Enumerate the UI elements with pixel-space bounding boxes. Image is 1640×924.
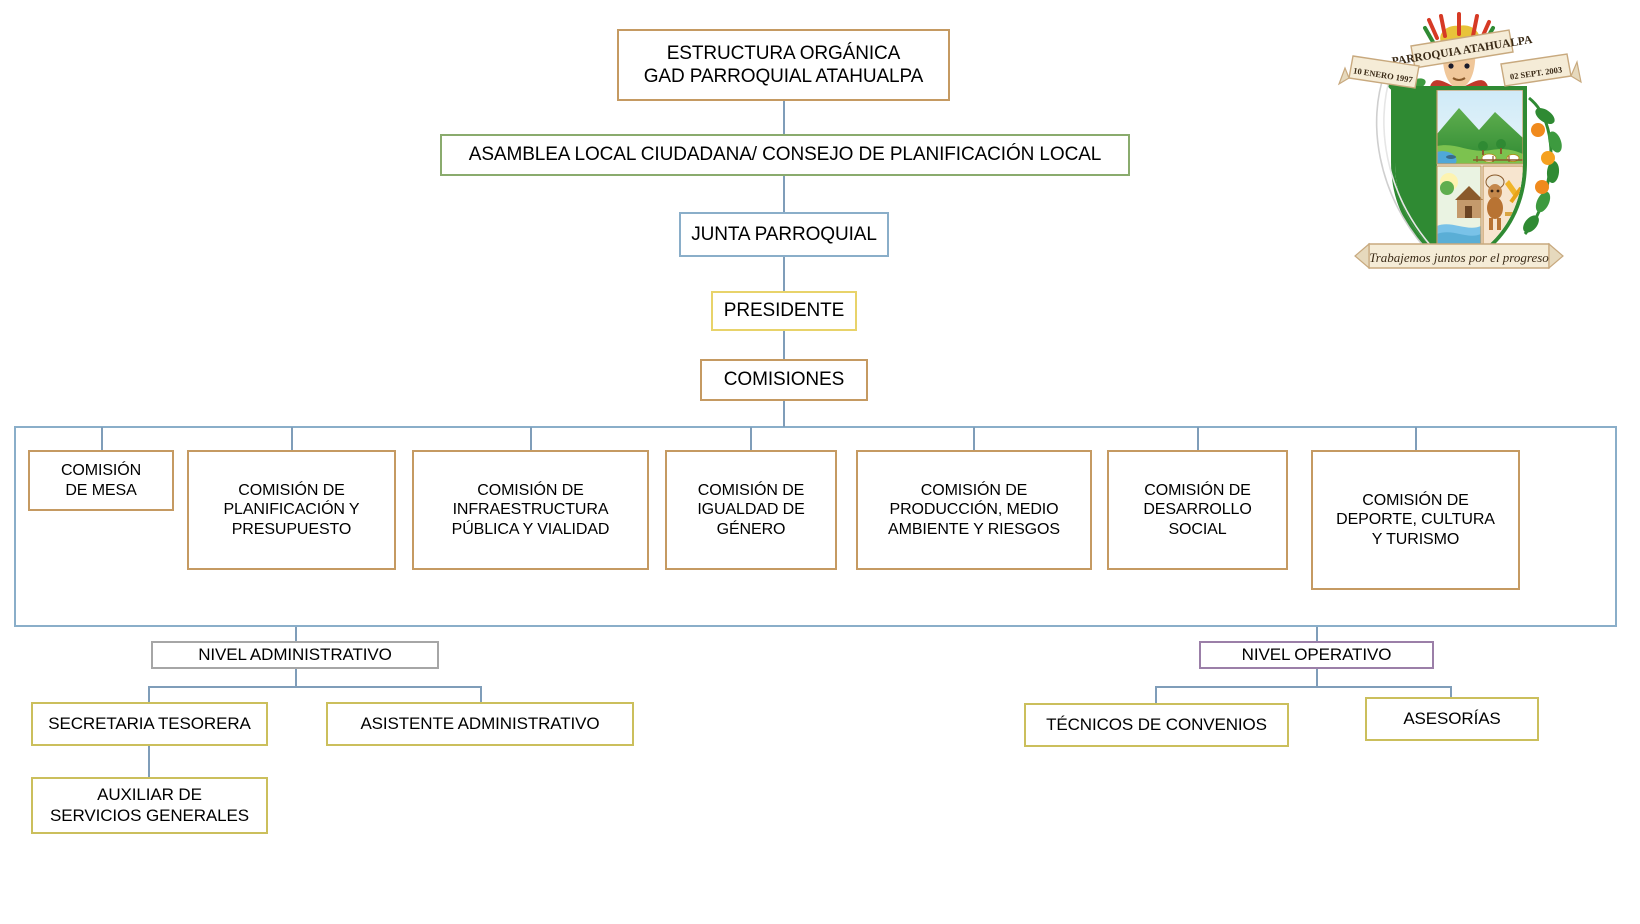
connector-comisiones-to-bus: [783, 401, 785, 427]
node-commission-1-label: COMISIÓN DE MESA: [60, 461, 142, 499]
node-nivel-operativo-label: NIVEL OPERATIVO: [1241, 644, 1392, 664]
connector-to-asistente-administrativo: [480, 686, 482, 702]
node-presidente-label: PRESIDENTE: [723, 300, 845, 322]
node-asamblea-label: ASAMBLEA LOCAL CIUDADANA/ CONSEJO DE PLA…: [468, 144, 1102, 166]
node-comisiones-label: COMISIONES: [723, 369, 845, 391]
node-commission-2[interactable]: COMISIÓN DE PLANIFICACIÓN Y PRESUPUESTO: [187, 450, 396, 570]
node-secretaria-tesorera[interactable]: SECRETARIA TESORERA: [31, 702, 268, 746]
connector-bus-to-commission-3: [530, 427, 532, 450]
shield-scene: [1395, 90, 1523, 264]
emblem-bottom-ribbon: Trabajemos juntos por el progreso: [1354, 242, 1564, 270]
connector-junta-to-presidente: [783, 257, 785, 291]
emblem-bottom-ribbon-text: Trabajemos juntos por el progreso: [1369, 250, 1549, 265]
node-tecnicos-de-convenios[interactable]: TÉCNICOS DE CONVENIOS: [1024, 703, 1289, 747]
node-commission-3-label: COMISIÓN DE INFRAESTRUCTURA PÚBLICA Y VI…: [451, 481, 610, 538]
node-asesorias[interactable]: ASESORÍAS: [1365, 697, 1539, 741]
node-commission-4-label: COMISIÓN DE IGUALDAD DE GÉNERO: [697, 481, 805, 538]
node-secretaria-tesorera-label: SECRETARIA TESORERA: [48, 713, 251, 733]
connector-bus-to-commission-7: [1415, 427, 1417, 450]
connector-bus-to-commission-1: [101, 427, 103, 450]
node-nivel-operativo[interactable]: NIVEL OPERATIVO: [1199, 641, 1434, 669]
node-asesorias-label: ASESORÍAS: [1403, 708, 1501, 728]
node-asamblea-local-ciudadana[interactable]: ASAMBLEA LOCAL CIUDADANA/ CONSEJO DE PLA…: [440, 134, 1130, 176]
parroquia-atahualpa-emblem-icon: PARROQUIA ATAHUALPA 10 ENERO 1997 02 SEP…: [1337, 12, 1582, 270]
connector-bus-to-commission-6: [1197, 427, 1199, 450]
node-junta-label: JUNTA PARROQUIAL: [691, 223, 877, 245]
node-auxiliar-servicios-generales[interactable]: AUXILIAR DE SERVICIOS GENERALES: [31, 777, 268, 834]
node-commission-5-label: COMISIÓN DE PRODUCCIÓN, MEDIO AMBIENTE Y…: [888, 481, 1060, 538]
node-commission-1[interactable]: COMISIÓN DE MESA: [28, 450, 174, 511]
connector-nivel-administrativo-bus: [148, 686, 482, 688]
node-asistente-administrativo[interactable]: ASISTENTE ADMINISTRATIVO: [326, 702, 634, 746]
node-root-label: ESTRUCTURA ORGÁNICA GAD PARROQUIAL ATAHU…: [643, 42, 924, 87]
node-commission-3[interactable]: COMISIÓN DE INFRAESTRUCTURA PÚBLICA Y VI…: [412, 450, 649, 570]
node-commission-7-label: COMISIÓN DE DEPORTE, CULTURA Y TURISMO: [1336, 491, 1495, 548]
connector-root-to-asamblea: [783, 101, 785, 134]
connector-bus-to-commission-5: [973, 427, 975, 450]
connector-to-tecnicos-convenios: [1155, 686, 1157, 703]
node-commission-6[interactable]: COMISIÓN DE DESARROLLO SOCIAL: [1107, 450, 1288, 570]
emblem-left-banner: 10 ENERO 1997: [1337, 55, 1420, 89]
node-presidente[interactable]: PRESIDENTE: [711, 291, 857, 331]
node-nivel-administrativo[interactable]: NIVEL ADMINISTRATIVO: [151, 641, 439, 669]
idol-figure: [1485, 174, 1505, 230]
connector-container-to-nivel-administrativo: [295, 627, 297, 641]
node-tecnicos-convenios-label: TÉCNICOS DE CONVENIOS: [1046, 714, 1267, 734]
connector-container-to-nivel-operativo: [1316, 627, 1318, 641]
emblem-right-banner: 02 SEPT. 2003: [1500, 53, 1582, 87]
node-auxiliar-servicios-label: AUXILIAR DE SERVICIOS GENERALES: [49, 784, 250, 825]
node-commission-4[interactable]: COMISIÓN DE IGUALDAD DE GÉNERO: [665, 450, 837, 570]
connector-nivel-administrativo-stem: [295, 668, 297, 686]
node-commission-5[interactable]: COMISIÓN DE PRODUCCIÓN, MEDIO AMBIENTE Y…: [856, 450, 1092, 570]
connector-bus-to-commission-2: [291, 427, 293, 450]
connector-nivel-operativo-stem: [1316, 668, 1318, 686]
connector-to-secretaria-tesorera: [148, 686, 150, 702]
orange-branch-right-icon: [1523, 96, 1562, 235]
connector-to-asesorias: [1450, 686, 1452, 697]
node-commission-2-label: COMISIÓN DE PLANIFICACIÓN Y PRESUPUESTO: [223, 481, 360, 538]
node-nivel-administrativo-label: NIVEL ADMINISTRATIVO: [198, 644, 392, 664]
node-commission-6-label: COMISIÓN DE DESARROLLO SOCIAL: [1143, 481, 1252, 538]
connector-secretaria-to-auxiliar: [148, 745, 150, 777]
commissions-container: [14, 426, 1617, 627]
connector-asamblea-to-junta: [783, 176, 785, 212]
connector-presidente-to-comisiones: [783, 331, 785, 359]
node-junta-parroquial[interactable]: JUNTA PARROQUIAL: [679, 212, 889, 257]
node-comisiones[interactable]: COMISIONES: [700, 359, 868, 401]
node-root[interactable]: ESTRUCTURA ORGÁNICA GAD PARROQUIAL ATAHU…: [617, 29, 950, 101]
connector-bus-to-commission-4: [750, 427, 752, 450]
connector-nivel-operativo-bus: [1155, 686, 1452, 688]
node-commission-7[interactable]: COMISIÓN DE DEPORTE, CULTURA Y TURISMO: [1311, 450, 1520, 590]
node-asistente-administrativo-label: ASISTENTE ADMINISTRATIVO: [360, 713, 600, 733]
